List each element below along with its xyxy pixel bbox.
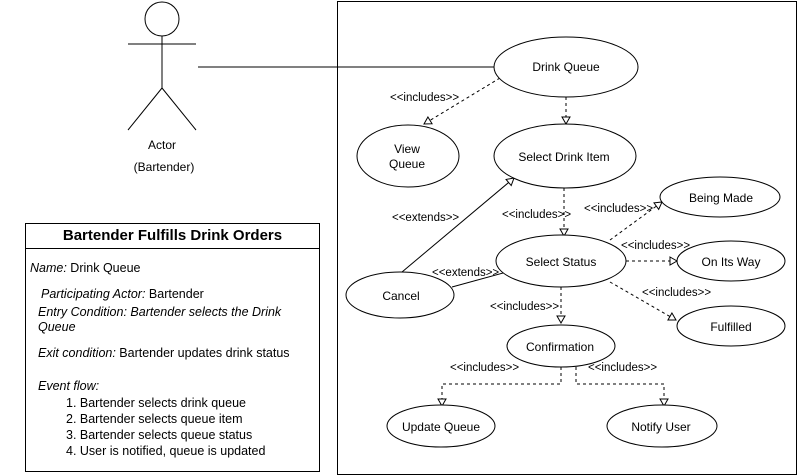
edge-confirmation-update [437, 367, 562, 408]
stereotype-confirmation-notify: <<includes>> [588, 362, 657, 374]
actor-left-leg [127, 87, 163, 131]
use-case-drink-queue[interactable] [493, 36, 639, 98]
use-case-description-card: Bartender Fulfills Drink Orders Name: Dr… [25, 223, 320, 472]
name-row: Name: Drink Queue [30, 261, 140, 276]
use-case-update-queue[interactable] [386, 404, 496, 448]
use-case-update-queue-label: Update Queue [402, 420, 480, 434]
exit-condition-value: Bartender updates drink status [115, 346, 290, 360]
edge-queue-view [423, 77, 501, 125]
actor-head [144, 1, 180, 37]
name-value: Drink Queue [66, 261, 141, 275]
stereotype-status-confirmation: <<includes>> [490, 301, 559, 313]
use-case-select-status-label: Select Status [526, 255, 597, 269]
actor-figure [127, 1, 197, 131]
edge-confirmation-notify [575, 367, 669, 408]
use-case-view-queue-label-line2: Queue [389, 157, 425, 171]
use-case-view-queue[interactable] [356, 124, 460, 188]
stereotype-status-on-its-way: <<includes>> [621, 240, 690, 252]
use-case-fulfilled-label: Fulfilled [710, 320, 751, 334]
actor-label: Actor [148, 138, 176, 152]
participating-actor-row: Participating Actor: Bartender [41, 287, 204, 302]
event-flow-step: 2. Bartender selects queue item [66, 412, 243, 426]
event-flow-step: 1. Bartender selects drink queue [66, 396, 246, 410]
use-case-select-status[interactable] [495, 234, 627, 288]
use-case-cancel[interactable] [345, 271, 455, 319]
use-case-cancel-label: Cancel [382, 289, 419, 303]
edge-cancel-item [401, 177, 515, 273]
use-case-confirmation-label: Confirmation [526, 340, 594, 354]
use-case-on-its-way-label: On Its Way [702, 255, 761, 269]
use-case-confirmation[interactable] [506, 324, 616, 368]
system-boundary [337, 1, 797, 475]
entry-condition-line1: Entry Condition: Bartender selects the D… [38, 305, 282, 319]
name-label: Name: [30, 261, 67, 275]
stereotype-item-status: <<includes>> [502, 209, 571, 221]
event-flow-step: 4. User is notified, queue is updated [66, 444, 266, 458]
entry-condition-line2: Queue [38, 320, 76, 334]
stereotype-cancel-item: <<extends>> [392, 212, 459, 224]
participating-actor-value: Bartender [145, 287, 204, 301]
stereotype-status-being-made: <<includes>> [584, 203, 653, 215]
use-case-being-made-label: Being Made [689, 191, 753, 205]
use-case-being-made[interactable] [659, 176, 781, 218]
actor-role: (Bartender) [134, 160, 195, 174]
use-case-view-queue-label-line1: View [394, 142, 420, 156]
use-case-drink-queue-label: Drink Queue [532, 60, 600, 74]
use-case-notify-user-label: Notify User [631, 420, 690, 434]
use-case-notify-user[interactable] [606, 404, 718, 448]
event-flow-label: Event flow: [38, 379, 100, 393]
participating-actor-label: Participating Actor: [41, 287, 146, 301]
stereotype-confirmation-update: <<includes>> [450, 362, 519, 374]
stereotype-queue-view: <<includes>> [390, 92, 459, 104]
edge-status-being-made [609, 201, 663, 241]
exit-condition-label: Exit condition: [38, 346, 116, 360]
use-case-select-drink-item-label: Select Drink Item [518, 150, 609, 164]
stereotype-cancel-status: <<extends>> [432, 267, 499, 279]
card-title: Bartender Fulfills Drink Orders [26, 224, 319, 249]
event-flow-list: 1. Bartender selects drink queue 2. Bart… [66, 395, 265, 459]
exit-condition-row: Exit condition: Bartender updates drink … [38, 346, 290, 361]
edge-status-fulfilled [609, 281, 677, 321]
use-case-select-drink-item[interactable] [493, 123, 637, 189]
event-flow-step: 3. Bartender selects queue status [66, 428, 253, 442]
actor-right-leg [161, 87, 197, 131]
stereotype-status-fulfilled: <<includes>> [642, 287, 711, 299]
use-case-fulfilled[interactable] [676, 305, 786, 347]
use-case-on-its-way[interactable] [676, 240, 786, 282]
